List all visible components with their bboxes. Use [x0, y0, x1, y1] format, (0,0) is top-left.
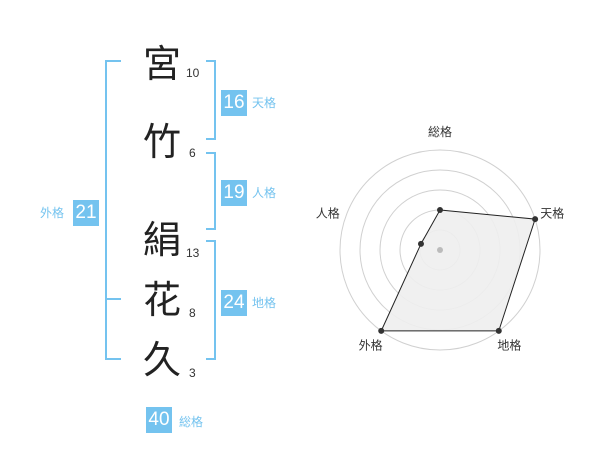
radar-point-3 — [495, 327, 502, 334]
name-char-5: 久 — [142, 338, 181, 382]
gaikaku-label: 外格 — [40, 206, 65, 220]
jinkaku-bracket — [206, 152, 216, 230]
radar-point-2 — [532, 216, 539, 223]
tenkaku-label: 天格 — [252, 96, 277, 110]
name-char-1: 宮 — [142, 42, 181, 86]
radar-axis-label-3: 地格 — [497, 337, 521, 352]
soukaku-badge: 40 — [146, 407, 172, 433]
gaikaku-bracket — [105, 60, 121, 360]
gaikaku-bracket-divider — [105, 298, 121, 300]
radar-point-5 — [417, 240, 424, 247]
stroke-count-1: 10 — [186, 66, 200, 80]
radar-center-point — [437, 247, 443, 253]
radar-axis-label-1: 総格 — [428, 124, 452, 139]
name-char-2: 竹 — [142, 120, 181, 164]
radar-series-polygon — [380, 209, 536, 332]
soukaku-label: 総格 — [179, 415, 204, 429]
tenkaku-bracket — [206, 60, 216, 140]
radar-ring-5 — [339, 149, 541, 351]
name-char-3: 絹 — [142, 218, 181, 262]
jinkaku-badge: 19 — [221, 180, 247, 206]
radar-axis-label-5: 人格 — [316, 206, 340, 221]
radar-axis-label-2: 天格 — [540, 206, 564, 221]
jinkaku-label: 人格 — [252, 186, 277, 200]
chikaku-label: 地格 — [252, 296, 277, 310]
stroke-count-2: 6 — [189, 146, 196, 160]
radar-point-1 — [437, 207, 443, 213]
chikaku-bracket — [206, 240, 216, 360]
name-char-4: 花 — [142, 278, 181, 322]
gaikaku-badge: 21 — [73, 200, 99, 226]
radar-point-4 — [378, 327, 385, 334]
stroke-count-5: 3 — [189, 366, 196, 380]
radar-axis-label-4: 外格 — [359, 337, 383, 352]
chikaku-badge: 24 — [221, 290, 247, 316]
stroke-count-3: 13 — [186, 246, 200, 260]
stroke-count-4: 8 — [189, 306, 196, 320]
tenkaku-badge: 16 — [221, 90, 247, 116]
